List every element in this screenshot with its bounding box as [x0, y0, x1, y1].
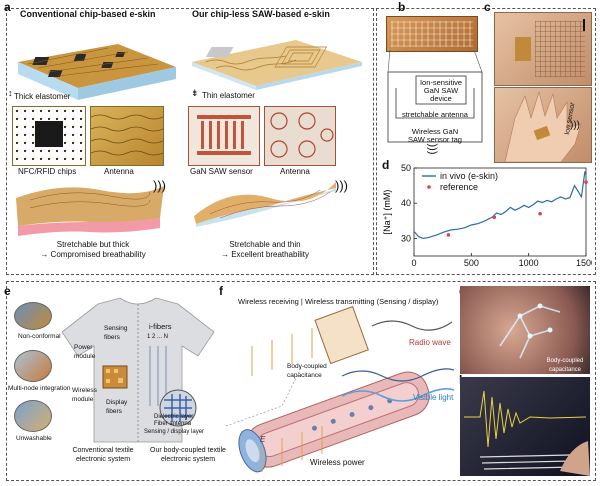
e-conv-caption-1: Conventional textile [72, 447, 134, 454]
x-tick-label: 500 [464, 258, 479, 268]
b-device-line2: GaN SAW [423, 86, 459, 95]
a-antenna-left-label: Antenna [104, 167, 134, 176]
e-multinode-photo [14, 350, 52, 382]
panel-label-f: f [219, 284, 223, 298]
series-line-in-vivo [413, 171, 587, 240]
panel-a-frame [6, 8, 374, 275]
thick-arrow-icon: ↕ [8, 88, 13, 98]
y-tick-label: 40 [401, 198, 411, 208]
a-gan-sensor-label: GaN SAW sensor [190, 167, 253, 176]
f-fiber-illustration: E [225, 306, 454, 473]
reference-point [492, 215, 497, 220]
b-device-line1: Ion-sensitive [419, 78, 463, 87]
a-conv-caption-1: Stretchable but thick [56, 240, 130, 249]
gan-saw-sensor-photo [188, 106, 260, 166]
legend-point-swatch [427, 185, 431, 189]
saw-tag-photo [386, 16, 478, 52]
b-tag-line2: SAW sensor tag [408, 135, 462, 144]
stretched-thick-eskin [16, 186, 164, 236]
legend-label-reference: reference [440, 182, 478, 192]
panel-label-c: c [484, 0, 491, 14]
e-dielectric-label: Dielectric layer [154, 414, 194, 420]
e-wireless-module: Wireless module [72, 387, 97, 403]
e-unwashable-photo [14, 400, 52, 432]
chart-legend: in vivo (e-skin)reference [422, 171, 498, 192]
panel-label-d: d [382, 158, 390, 172]
e-nonconformal-photo [14, 302, 52, 330]
a-antenna-right-label: Antenna [280, 167, 310, 176]
h-oscilloscope-photo [460, 377, 590, 476]
f-visible-light: Visible light [413, 393, 454, 402]
chart-axes [413, 167, 587, 257]
chipless-eskin-illustration [192, 40, 362, 90]
e-unwashable-label: Unwashable [16, 435, 52, 442]
a-our-caption-2: → Excellent breathability [220, 250, 310, 259]
a-thin-elastomer: Thin elastomer [202, 91, 255, 100]
reference-point [446, 233, 451, 237]
panel-label-e: e [4, 284, 11, 298]
b-antenna-label: stretchable antenna [402, 110, 468, 119]
f-body-capacitance: Body-coupled capacitance [287, 363, 327, 379]
f-e-field-label: E [260, 435, 266, 444]
f-header: Wireless receiving | Wireless transmitti… [238, 297, 439, 306]
e-shirt-illustration [61, 297, 215, 443]
a-our-title: Our chip-less SAW-based e-skin [192, 9, 330, 19]
x-tick-label: 1500 [576, 258, 592, 268]
panel-label-b: b [398, 0, 406, 14]
chart-ticks: 0 500 1000 1500 30 40 50 [401, 163, 592, 268]
thin-arrow-icon: ⇟ [191, 88, 199, 98]
reference-point [584, 180, 588, 184]
c-wireless-signal-icon: ))) [570, 120, 580, 131]
a-nfc-label: NFC/RFID chips [18, 167, 77, 176]
f-radio-wave: Radio wave [409, 338, 451, 347]
sodium-chart: 0 500 1000 1500 30 40 50 in vivo (e-skin)refer… [382, 163, 592, 268]
b-device-line3: device [430, 94, 452, 103]
e-our-caption-1: Our body-coupled textile [150, 447, 226, 454]
e-sensing-fibers: Sensing fibers [104, 325, 128, 341]
e-our-caption-2: electronic system [160, 456, 216, 463]
reference-point [538, 211, 542, 216]
e-fiber-antenna-label: Fiber antenna [154, 421, 192, 427]
y-tick-label: 50 [401, 163, 411, 173]
conventional-eskin-illustration [18, 44, 176, 100]
saw-tag-schematic [387, 49, 483, 143]
e-power-module: Power module [74, 344, 96, 360]
g-glowing-hand-photo [460, 286, 590, 374]
nfc-chip-photo [12, 106, 86, 166]
e-conv-caption-2: electronic system [75, 456, 131, 463]
g-caption: Body-coupled capacitance [546, 358, 584, 373]
b-wireless-signal-icon: ))) [426, 143, 439, 155]
f-wireless-power: Wireless power [310, 458, 365, 467]
c-hand-photo [494, 87, 592, 163]
chart-plot-frame [413, 167, 587, 257]
panel-label-a: a [4, 0, 11, 14]
e-fiber-numbers: 1 2 ... N [147, 334, 169, 340]
stretched-thin-eskin [194, 182, 336, 227]
chart-ylabel: [Na⁺] (mM) [382, 190, 392, 235]
a-our-caption-1: Stretchable and thin [229, 240, 301, 249]
a-conv-caption-2: → Compromised breathability [40, 250, 146, 259]
e-multinode-label: Multi-node integration [8, 385, 71, 392]
x-tick-label: 0 [411, 258, 416, 268]
chart-series [413, 171, 588, 240]
e-nonconformal-label: Non-conformal [18, 333, 61, 340]
x-tick-label: 1000 [519, 258, 539, 268]
panel-bcd-frame [376, 8, 596, 275]
wireless-signal-icon-left: ))) [153, 178, 166, 193]
panel-efgh-frame [6, 281, 596, 481]
antenna-right-photo [264, 106, 336, 166]
e-ifibers-label: i-fibers [149, 322, 172, 331]
e-display-fibers: Display fibers [106, 399, 128, 415]
a-thick-elastomer: Thick elastomer [14, 92, 71, 101]
e-sensing-display-label: Sensing / display layer [144, 429, 205, 435]
antenna-left-photo [90, 106, 164, 166]
b-tag-line1: Wireless GaN [411, 127, 459, 136]
a-conv-title: Conventional chip-based e-skin [20, 9, 156, 19]
c-closeup-photo [494, 12, 592, 86]
legend-label-in-vivo: in vivo (e-skin) [440, 171, 498, 181]
wireless-signal-icon-right: ))) [335, 178, 348, 193]
y-tick-label: 30 [401, 233, 411, 243]
